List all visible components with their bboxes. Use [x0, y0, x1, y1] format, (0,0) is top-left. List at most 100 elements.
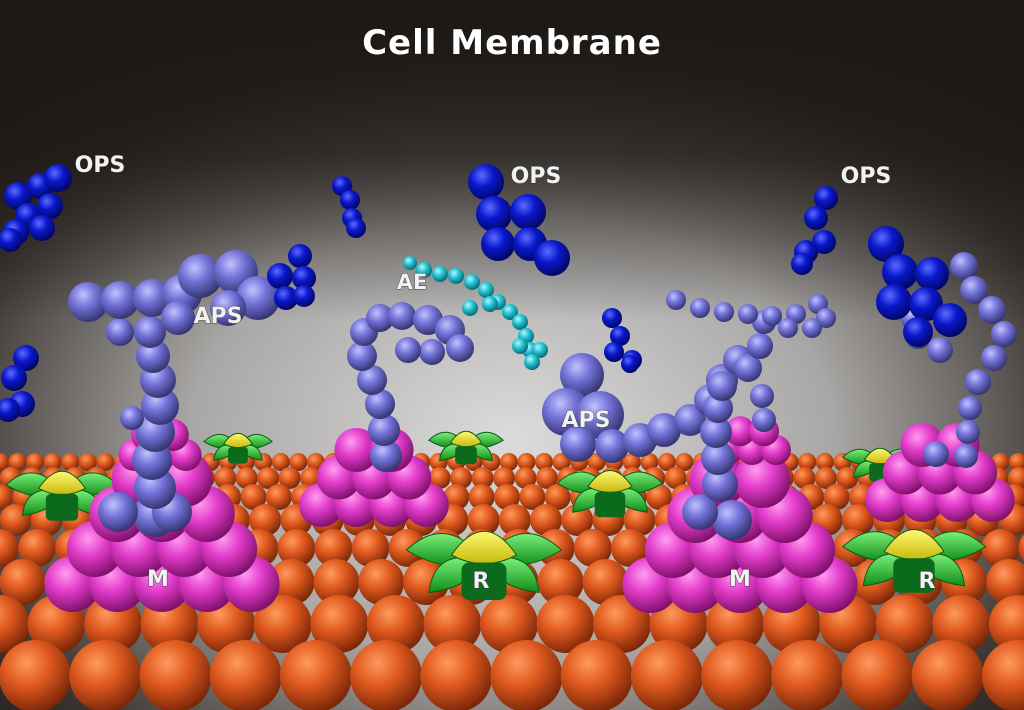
ops-sphere	[510, 194, 546, 230]
ops-sphere	[909, 287, 943, 321]
aps-sphere	[120, 406, 144, 430]
ops-sphere	[1, 365, 27, 391]
ae-sphere	[512, 338, 528, 354]
membrane-sphere	[277, 529, 316, 567]
ops-sphere	[602, 308, 622, 328]
ops-sphere	[293, 285, 315, 307]
ops-sphere	[882, 254, 918, 290]
aps-sphere	[965, 369, 991, 395]
aps-sphere	[419, 339, 445, 365]
aps-sphere	[712, 500, 752, 540]
membrane-sphere	[240, 484, 267, 510]
aps-sphere	[68, 282, 108, 322]
aps-sphere	[701, 441, 735, 475]
receptor-base	[893, 558, 935, 593]
membrane-sphere	[61, 453, 80, 471]
membrane-sphere	[366, 595, 425, 653]
aps-sphere	[388, 302, 416, 330]
membrane-sphere	[530, 504, 562, 536]
aps-sphere	[98, 492, 138, 532]
membrane-sphere	[235, 467, 258, 489]
aps-chain-far-right	[901, 252, 1017, 468]
membrane-sphere	[69, 640, 142, 710]
membrane-sphere	[26, 453, 45, 471]
ops-sphere	[791, 253, 813, 275]
aps-sphere	[357, 365, 387, 395]
aps-sphere	[647, 413, 681, 447]
membrane-sphere	[701, 640, 774, 710]
ops-sphere	[267, 263, 293, 289]
membrane-sphere	[249, 504, 282, 536]
ae-sphere	[512, 314, 528, 330]
aps-sphere	[674, 404, 706, 436]
receptor-petal	[222, 432, 254, 449]
membrane-sphere	[96, 453, 115, 471]
ops-sphere	[346, 218, 366, 238]
ops-cluster-small-top	[332, 176, 366, 238]
receptor-base	[228, 447, 248, 464]
membrane-sphere	[209, 640, 282, 710]
ae-chain	[403, 256, 548, 370]
receptor-petal	[883, 529, 945, 560]
receptor-mid	[556, 470, 664, 518]
ops-sphere	[610, 326, 630, 346]
membrane-sphere	[253, 595, 312, 653]
membrane-sphere	[214, 467, 237, 489]
aps-chain-left-stalk	[98, 316, 192, 537]
label-aps-left: APS	[194, 304, 243, 329]
ops-cluster-left-mid	[267, 244, 316, 310]
membrane-sphere	[0, 595, 29, 653]
aps-sphere	[136, 339, 170, 373]
ops-cluster-right	[868, 226, 967, 347]
membrane-sphere	[610, 529, 649, 567]
label-ops-center: OPS	[511, 164, 562, 189]
ops-cluster-top-left	[0, 164, 72, 252]
membrane-sphere	[622, 453, 641, 471]
membrane-sphere	[468, 484, 495, 510]
aps-sphere	[702, 466, 738, 502]
membrane-sphere	[514, 467, 537, 489]
receptor-base	[594, 491, 626, 518]
membrane-sphere	[675, 453, 694, 471]
membrane-sphere	[289, 453, 308, 471]
membrane-sphere	[1018, 534, 1024, 562]
ops-cluster-center	[468, 164, 570, 276]
aps-sphere	[690, 298, 710, 318]
membrane-sphere	[78, 453, 97, 471]
membrane-sphere	[932, 595, 991, 653]
membrane-sphere	[536, 595, 595, 653]
label-r-center: R	[473, 569, 490, 594]
aps-sphere	[802, 318, 822, 338]
aps-sphere	[368, 414, 400, 446]
aps-sphere	[734, 354, 762, 382]
membrane-sphere	[428, 467, 451, 489]
membrane-sphere	[423, 595, 482, 653]
aps-sphere	[141, 387, 179, 425]
receptor-base	[455, 446, 477, 465]
label-r-right: R	[919, 569, 936, 594]
membrane-sphere	[988, 595, 1024, 653]
membrane-structures	[5, 250, 1017, 613]
aps-sphere	[395, 337, 421, 363]
ops-sphere	[0, 228, 22, 252]
ops-sphere	[868, 226, 904, 262]
receptor-back-center	[427, 430, 505, 465]
m-sphere	[734, 452, 791, 508]
ops-sphere	[292, 266, 316, 290]
aps-sphere	[236, 276, 280, 320]
membrane-sphere	[640, 453, 659, 471]
aps-sphere	[178, 254, 222, 298]
ops-sphere	[13, 345, 39, 371]
membrane-sphere	[981, 640, 1024, 710]
label-ops-right: OPS	[841, 164, 892, 189]
membrane-sphere	[593, 595, 652, 653]
m-sphere	[334, 428, 379, 472]
ops-sphere	[804, 206, 828, 230]
aps-sphere	[347, 341, 377, 371]
membrane-sphere	[535, 467, 558, 489]
membrane-sphere	[657, 453, 676, 471]
membrane-sphere	[793, 467, 816, 489]
membrane-sphere	[561, 504, 594, 536]
receptor-base	[461, 562, 507, 600]
